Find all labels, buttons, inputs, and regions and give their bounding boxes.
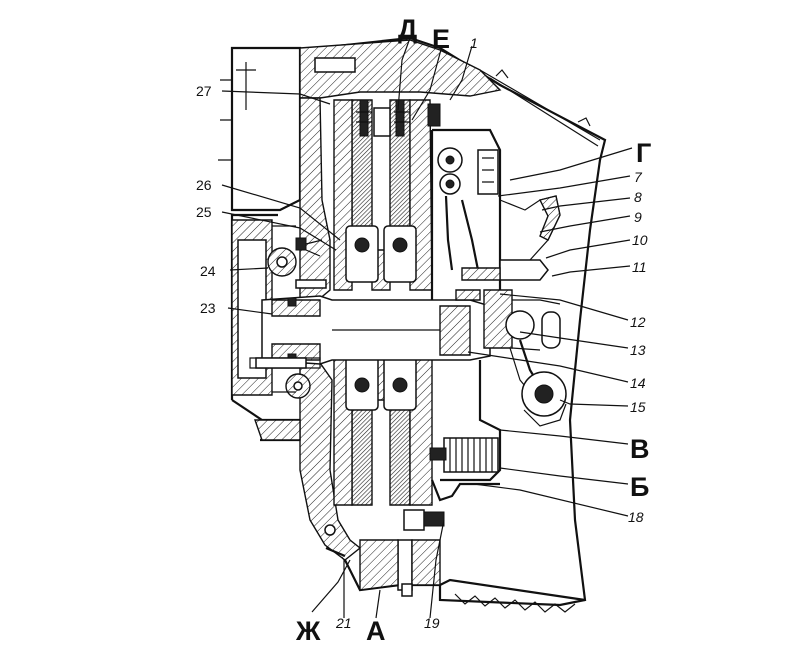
label-A: А bbox=[366, 616, 386, 646]
main-shaft bbox=[249, 289, 491, 369]
label-27: 27 bbox=[196, 83, 212, 99]
label-21: 21 bbox=[335, 615, 352, 631]
upper-bolts bbox=[356, 99, 441, 137]
misc-fasteners bbox=[236, 62, 327, 393]
label-23: 23 bbox=[200, 300, 216, 316]
label-B: Б bbox=[630, 472, 649, 502]
callout-labels: Д Е 1 Г 7 8 9 10 11 12 13 14 15 В Б 18 2… bbox=[196, 14, 651, 646]
label-11: 11 bbox=[632, 259, 647, 275]
label-ZH: Ж bbox=[295, 616, 321, 646]
release-mechanism bbox=[430, 128, 567, 482]
label-15: 15 bbox=[630, 399, 646, 415]
label-9: 9 bbox=[634, 209, 642, 225]
lower-bolts bbox=[324, 509, 445, 597]
label-24: 24 bbox=[200, 263, 216, 279]
label-E: Е bbox=[432, 24, 450, 54]
label-25: 25 bbox=[196, 204, 212, 220]
label-26: 26 bbox=[196, 177, 212, 193]
label-V: В bbox=[630, 434, 650, 464]
return-spring bbox=[429, 437, 500, 502]
label-G: Г bbox=[636, 138, 651, 168]
label-12: 12 bbox=[630, 314, 646, 330]
label-19: 19 bbox=[424, 615, 440, 631]
label-8: 8 bbox=[634, 189, 642, 205]
label-18: 18 bbox=[628, 509, 644, 525]
leader-lines bbox=[221, 37, 633, 619]
label-7: 7 bbox=[634, 169, 643, 185]
label-10: 10 bbox=[632, 232, 648, 248]
label-1: 1 bbox=[470, 35, 478, 51]
damper-springs bbox=[345, 225, 417, 411]
label-13: 13 bbox=[630, 342, 646, 358]
label-D: Д bbox=[398, 14, 417, 44]
pilot-bearing bbox=[267, 237, 323, 399]
label-14: 14 bbox=[630, 375, 646, 391]
